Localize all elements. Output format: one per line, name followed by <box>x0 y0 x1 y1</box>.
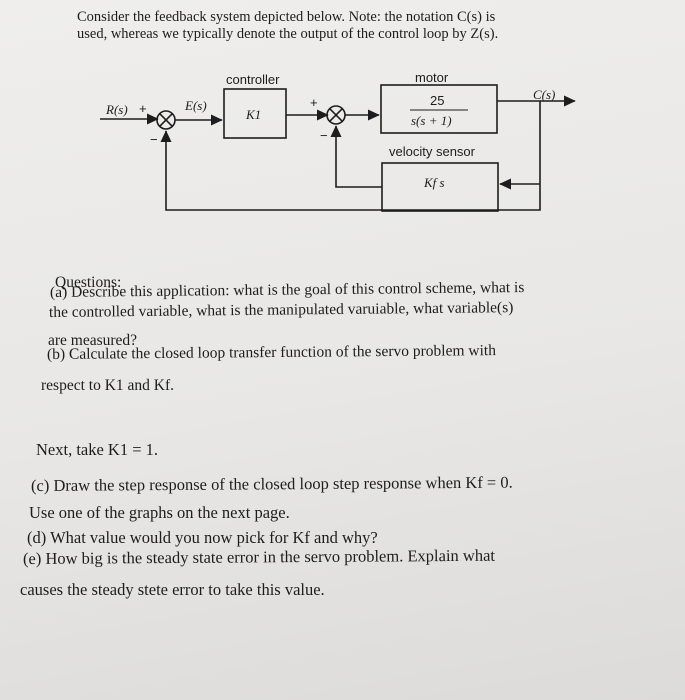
question-c-line-2: Use one of the graphs on the next page. <box>29 503 290 522</box>
inner-feedback-line <box>330 125 382 188</box>
plus-sign-2: + <box>310 95 318 110</box>
minus-sign-1: − <box>150 132 158 147</box>
question-a-line-2: the controlled variable, what is the man… <box>48 299 514 321</box>
question-c-line-1: (c) Draw the step response of the closed… <box>30 472 513 495</box>
error-label: E(s) <box>184 98 207 113</box>
question-b-line-2: respect to K1 and Kf. <box>41 377 174 394</box>
summing-junction-2 <box>326 105 346 125</box>
motor-title: motor <box>415 70 449 85</box>
questions-header: Questions: <box>55 274 122 291</box>
block-diagram: R(s) + − E(s) controller K1 + − motor 25… <box>100 70 576 212</box>
controller-title: controller <box>226 72 280 87</box>
question-e-line-1: (e) How big is the steady state error in… <box>22 545 496 568</box>
next-instruction: Next, take K1 = 1. <box>36 440 159 459</box>
controller-block <box>223 88 287 139</box>
summing-junction-1 <box>156 110 176 130</box>
question-d-line-1: (d) What value would you now pick for Kf… <box>27 528 378 547</box>
sensor-transfer-function: Kf s <box>423 175 445 190</box>
outer-feedback-line <box>160 101 541 211</box>
controller-gain: K1 <box>245 107 261 122</box>
intro-line-2: used, whereas we typically denote the ou… <box>77 26 499 42</box>
minus-sign-2: − <box>320 128 328 143</box>
input-label: R(s) <box>105 102 128 117</box>
motor-numerator: 25 <box>430 93 444 108</box>
question-a-line-3: are measured? <box>48 332 138 349</box>
question-b-line-1: (b) Calculate the closed loop transfer f… <box>46 342 496 363</box>
motor-block <box>380 84 498 134</box>
sensor-title: velocity sensor <box>389 144 476 159</box>
plus-sign-1: + <box>139 101 147 116</box>
intro-line-1: Consider the feedback system depicted be… <box>77 9 496 25</box>
question-e-line-2: causes the steady stete error to take th… <box>20 580 325 599</box>
motor-denominator: s(s + 1) <box>411 113 452 128</box>
output-label: C(s) <box>533 87 555 102</box>
